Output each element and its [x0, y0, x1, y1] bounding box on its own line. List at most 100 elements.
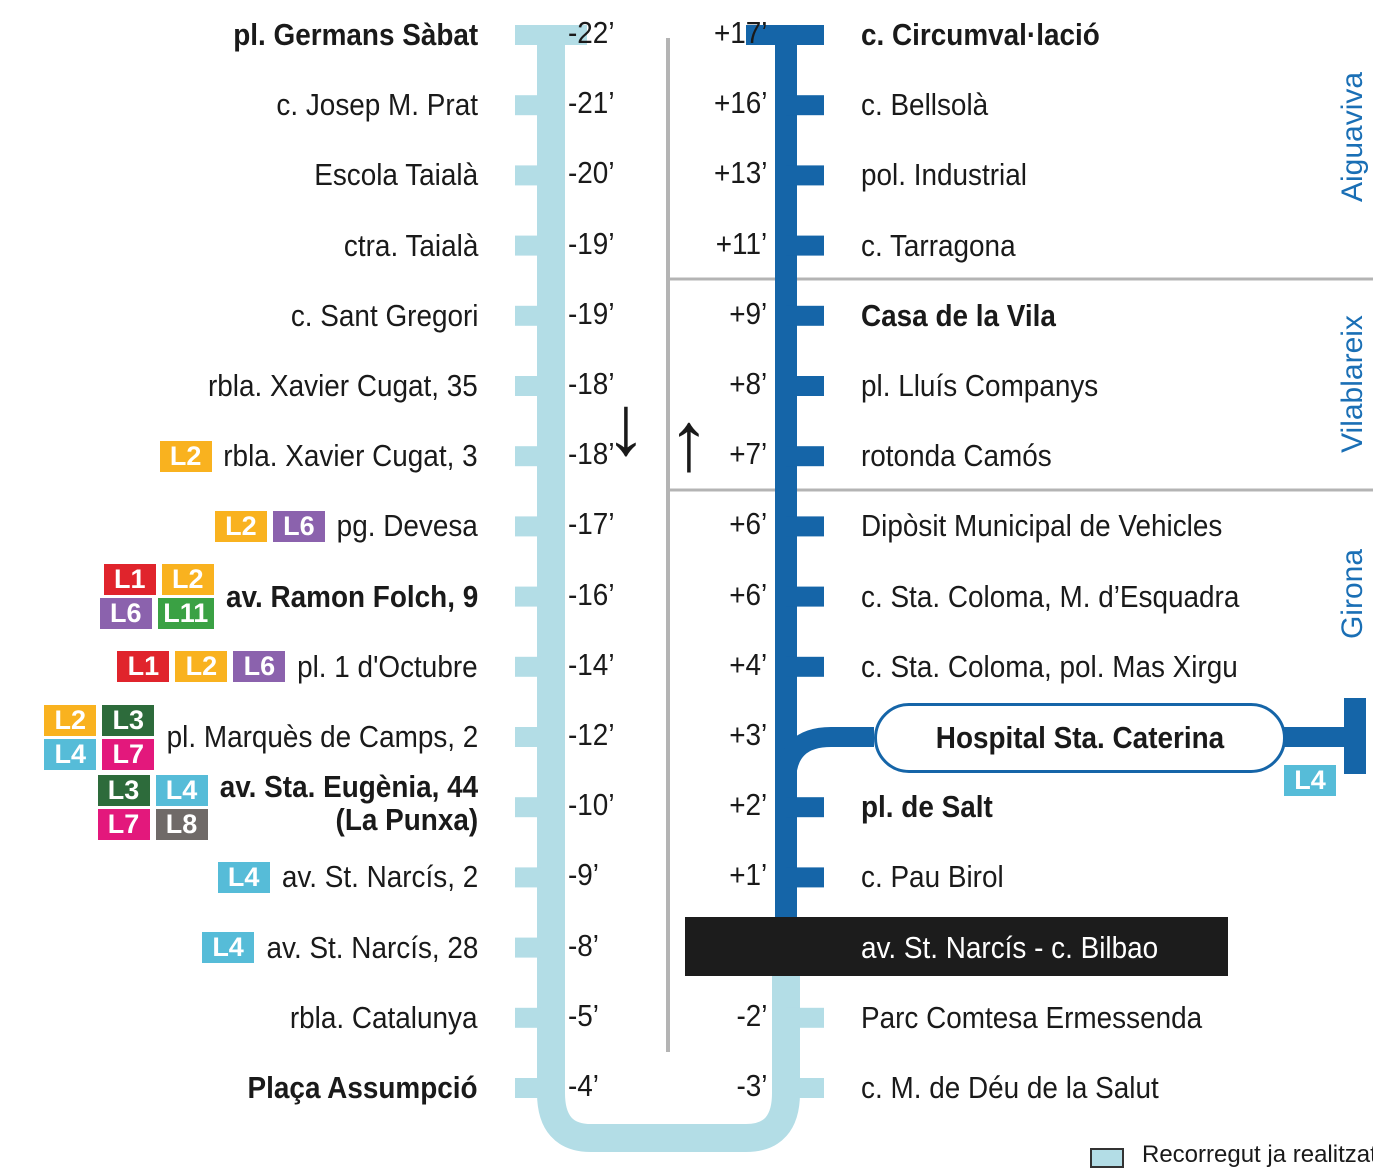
line-badge-l4: L4: [202, 932, 255, 964]
right-stop-name: c. Sta. Coloma, pol. Mas Xirgu: [861, 648, 1238, 684]
right-stop-time: +8’: [728, 366, 767, 401]
left-stop-name: pl. Marquès de Camps, 2: [166, 719, 478, 754]
right-stop-time: +6’: [728, 576, 767, 612]
branch-stop-label: Hospital Sta. Caterina: [935, 720, 1225, 755]
line-badge-l4: L4: [1284, 765, 1336, 796]
branch-terminal-bar: [1344, 698, 1366, 774]
left-stop-tick: [515, 305, 541, 326]
left-stop-name: Escola Taialà: [314, 157, 478, 193]
current-stop-highlight: [685, 917, 1228, 976]
left-stop-name: rbla. Xavier Cugat, 35: [208, 368, 478, 403]
left-stop-tick: [515, 165, 541, 186]
left-stop-time: -19’: [568, 225, 615, 261]
legend-swatch-traveled: [1090, 1148, 1124, 1168]
left-stop-time: -21’: [568, 85, 615, 121]
left-stop-name: av. St. Narcís, 2: [281, 859, 478, 895]
left-stop-name: c. Josep M. Prat: [276, 87, 478, 123]
right-stop-name: rotonda Camós: [861, 438, 1052, 474]
left-stop-time: -14’: [568, 646, 615, 682]
left-stop-tick: [515, 376, 541, 396]
left-stop-time: -5’: [568, 997, 600, 1033]
right-stop-time: +7’: [728, 436, 767, 472]
right-stop-tick: [786, 95, 824, 116]
line-badge-l6: L6: [99, 598, 152, 630]
remaining-route-line: [775, 30, 797, 957]
line-badge-l4: L4: [155, 774, 208, 806]
line-badge-l2: L2: [161, 564, 214, 596]
line-badge-l7: L7: [97, 808, 150, 840]
zone-label: Aiguaviva: [1335, 71, 1369, 203]
left-stop-time: -22’: [568, 15, 615, 50]
line-badge-l11: L11: [157, 598, 214, 630]
current-stop-name: av. St. Narcís - c. Bilbao: [861, 929, 1159, 965]
left-terminal-bar: [515, 25, 587, 45]
right-stop-tick: [786, 376, 824, 396]
right-stop-tick: [786, 1078, 824, 1098]
left-stop-tick: [515, 937, 541, 958]
left-stop-name: pl. Germans Sàbat: [233, 17, 478, 52]
right-stop-name: c. Tarragona: [861, 227, 1016, 263]
right-stop-name: c. M. de Déu de la Salut: [861, 1070, 1159, 1105]
right-stop-name: pol. Industrial: [861, 157, 1027, 193]
line-badge-l6: L6: [272, 510, 325, 542]
line-badge-l2: L2: [214, 510, 267, 542]
left-stop-name: pg. Devesa: [336, 508, 478, 544]
right-stop-time: +4’: [728, 646, 767, 682]
right-stop-name: Casa de la Vila: [861, 297, 1056, 333]
left-stop-time: -10’: [568, 787, 615, 823]
line-badge-l4: L4: [217, 861, 270, 893]
line-badge-l1: L1: [103, 564, 156, 596]
right-stop-time: -2’: [735, 997, 767, 1033]
right-stop-time: +17’: [713, 15, 767, 50]
left-stop-time: -4’: [568, 1068, 600, 1103]
branch-connector: [776, 727, 874, 783]
line-badge-l3: L3: [97, 774, 150, 806]
right-stop-tick: [786, 656, 824, 677]
right-stop-tick: [786, 165, 824, 186]
left-stop-time: -20’: [568, 155, 615, 191]
left-stop-tick: [515, 727, 541, 747]
right-stop-name: c. Pau Birol: [861, 859, 1004, 895]
right-stop-time: +16’: [713, 85, 767, 121]
right-stop-tick: [786, 586, 824, 607]
left-stop-tick: [515, 656, 541, 677]
right-stop-tick: [786, 235, 824, 256]
right-stop-name: c. Bellsolà: [861, 87, 989, 123]
legend-label-traveled: Recorregut ja realitzat: [1142, 1141, 1373, 1168]
line-badge-l2: L2: [175, 651, 228, 683]
right-terminal-bar: [746, 25, 824, 45]
right-stop-time: -3’: [735, 1068, 767, 1103]
left-stop-time: -18’: [568, 436, 615, 472]
left-stop-tick: [515, 867, 541, 888]
right-stop-tick: [786, 446, 824, 467]
right-stop-name: c. Circumval·lació: [861, 17, 1100, 52]
right-stop-tick: [786, 867, 824, 888]
zone-label: Vilablareix: [1335, 315, 1369, 453]
line-badge-l1: L1: [117, 651, 170, 683]
right-stop-time: +2’: [728, 787, 767, 823]
direction-arrow-up: ↑: [668, 394, 710, 488]
line-badge-l3: L3: [102, 704, 155, 736]
left-stop-time: -16’: [568, 576, 615, 612]
right-stop-time: +9’: [728, 295, 767, 331]
left-stop-time: -19’: [568, 295, 615, 331]
left-stop-tick: [515, 586, 541, 607]
right-stop-name: pl. Lluís Companys: [861, 368, 1099, 403]
right-stop-time: +13’: [713, 155, 767, 191]
left-stop-name: c. Sant Gregori: [290, 297, 478, 333]
left-stop-name: av. St. Narcís, 28: [266, 929, 478, 965]
right-stop-name: Dipòsit Municipal de Vehicles: [861, 508, 1223, 544]
direction-arrow-down: ↓: [605, 378, 647, 472]
line-badge-l2: L2: [44, 704, 97, 736]
right-stop-time: +1’: [728, 857, 767, 893]
left-stop-name: rbla. Xavier Cugat, 3: [223, 438, 478, 474]
branch-tail: [1284, 727, 1354, 747]
right-stop-name: Parc Comtesa Ermessenda: [861, 999, 1203, 1035]
left-stop-tick: [515, 95, 541, 116]
left-stop-time: -17’: [568, 506, 615, 542]
left-stop-tick: [515, 446, 541, 467]
left-stop-name: ctra. Taialà: [343, 227, 478, 263]
right-stop-time: +11’: [715, 225, 767, 261]
